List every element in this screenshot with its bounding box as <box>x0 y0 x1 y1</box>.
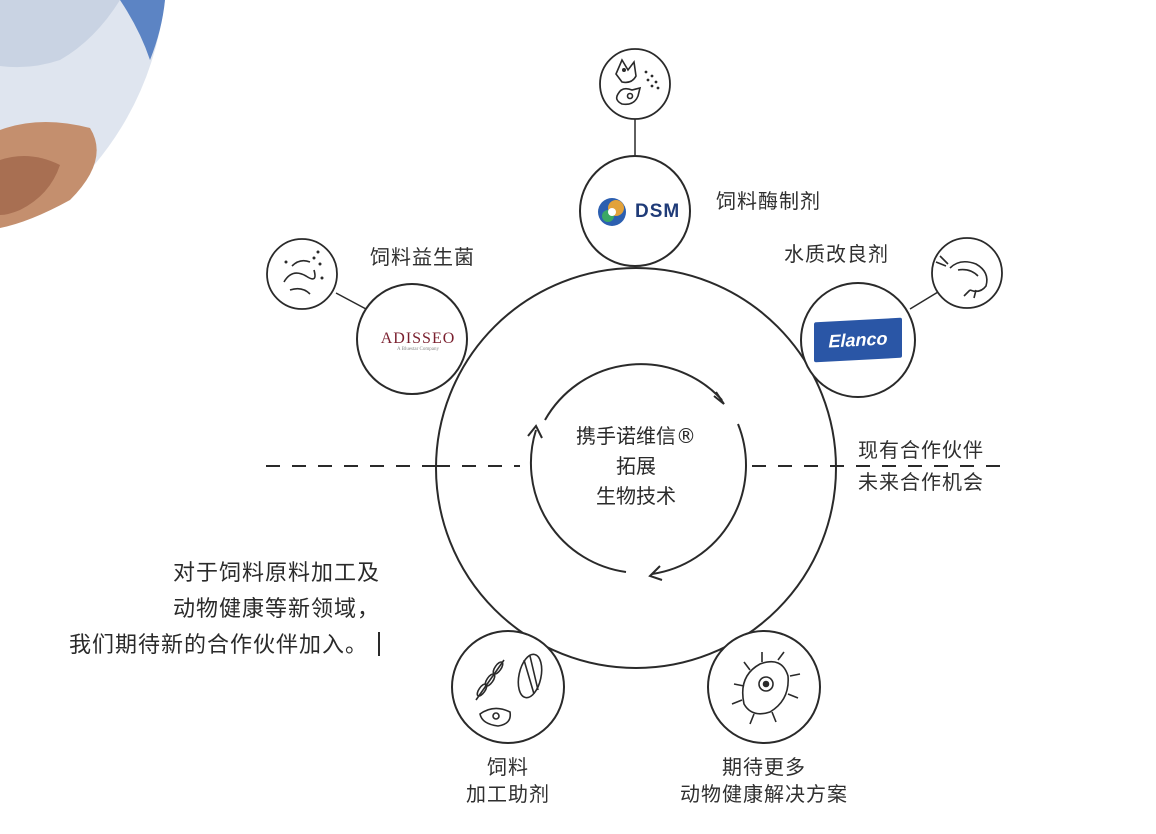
processing-node-label: 饲料 加工助剂 <box>440 754 576 808</box>
pig-chicken-icon <box>615 58 660 106</box>
elanco-icon-circle <box>931 237 1003 309</box>
paragraph-line3-wrap: 我们期待新的合作伙伴加入。 <box>69 628 380 664</box>
node-adisseo-circle <box>356 283 468 395</box>
elanco-logo-text: Elanco <box>828 327 888 352</box>
adisseo-logo-text: ADISSEO <box>380 330 456 347</box>
center-line3: 生物技术 <box>596 484 676 508</box>
dsm-logo: DSM <box>595 192 695 232</box>
adisseo-node-label: 饲料益生菌 <box>370 245 475 269</box>
dsm-node-label: 饲料酶制剂 <box>716 189 821 213</box>
center-line1: 携手诺维信® <box>576 424 696 448</box>
processing-label-line2: 加工助剂 <box>466 782 550 806</box>
future-label-line2: 动物健康解决方案 <box>680 782 848 806</box>
adisseo-logo: ADISSEO A Bluestar Company <box>368 330 468 352</box>
adisseo-logo-sub: A Bluestar Company <box>397 347 439 352</box>
center-text: 携手诺维信® 拓展 生物技术 <box>546 421 726 511</box>
processing-label-line1: 饲料 <box>487 755 529 779</box>
node-future-circle <box>707 630 821 744</box>
connector-adisseo <box>335 292 367 310</box>
paragraph-line1: 对于饲料原料加工及 <box>172 561 380 586</box>
elanco-logo: Elanco <box>814 317 902 363</box>
dsm-mark-icon <box>598 198 626 226</box>
legend: 现有合作伙伴 未来合作机会 <box>858 434 984 498</box>
node-dsm-circle <box>579 155 691 267</box>
microbe-cell-icon <box>731 651 801 725</box>
corner-photo <box>0 0 165 228</box>
grain-corn-icon <box>475 653 543 727</box>
node-processing-circle <box>451 630 565 744</box>
connector-elanco <box>909 291 939 310</box>
paragraph-line3: 我们期待新的合作伙伴加入。 <box>68 633 368 658</box>
future-label-line1: 期待更多 <box>722 755 806 779</box>
center-line2: 拓展 <box>616 454 656 478</box>
dsm-logo-text: DSM <box>635 201 681 222</box>
shrimp-icon <box>935 255 988 299</box>
legend-future: 未来合作机会 <box>858 470 984 494</box>
legend-existing: 现有合作伙伴 <box>858 438 984 462</box>
cycle-arrows <box>527 363 747 581</box>
elanco-node-label: 水质改良剂 <box>784 242 889 266</box>
future-node-label: 期待更多 动物健康解决方案 <box>664 754 864 808</box>
main-ring <box>435 267 837 669</box>
text-cursor <box>378 632 380 656</box>
probiotic-bacteria-icon <box>283 250 324 295</box>
intro-paragraph: 对于饲料原料加工及 动物健康等新领域， 我们期待新的合作伙伴加入。 <box>69 556 380 664</box>
dsm-icon-circle <box>599 48 671 120</box>
paragraph-line2: 动物健康等新领域， <box>172 597 380 622</box>
